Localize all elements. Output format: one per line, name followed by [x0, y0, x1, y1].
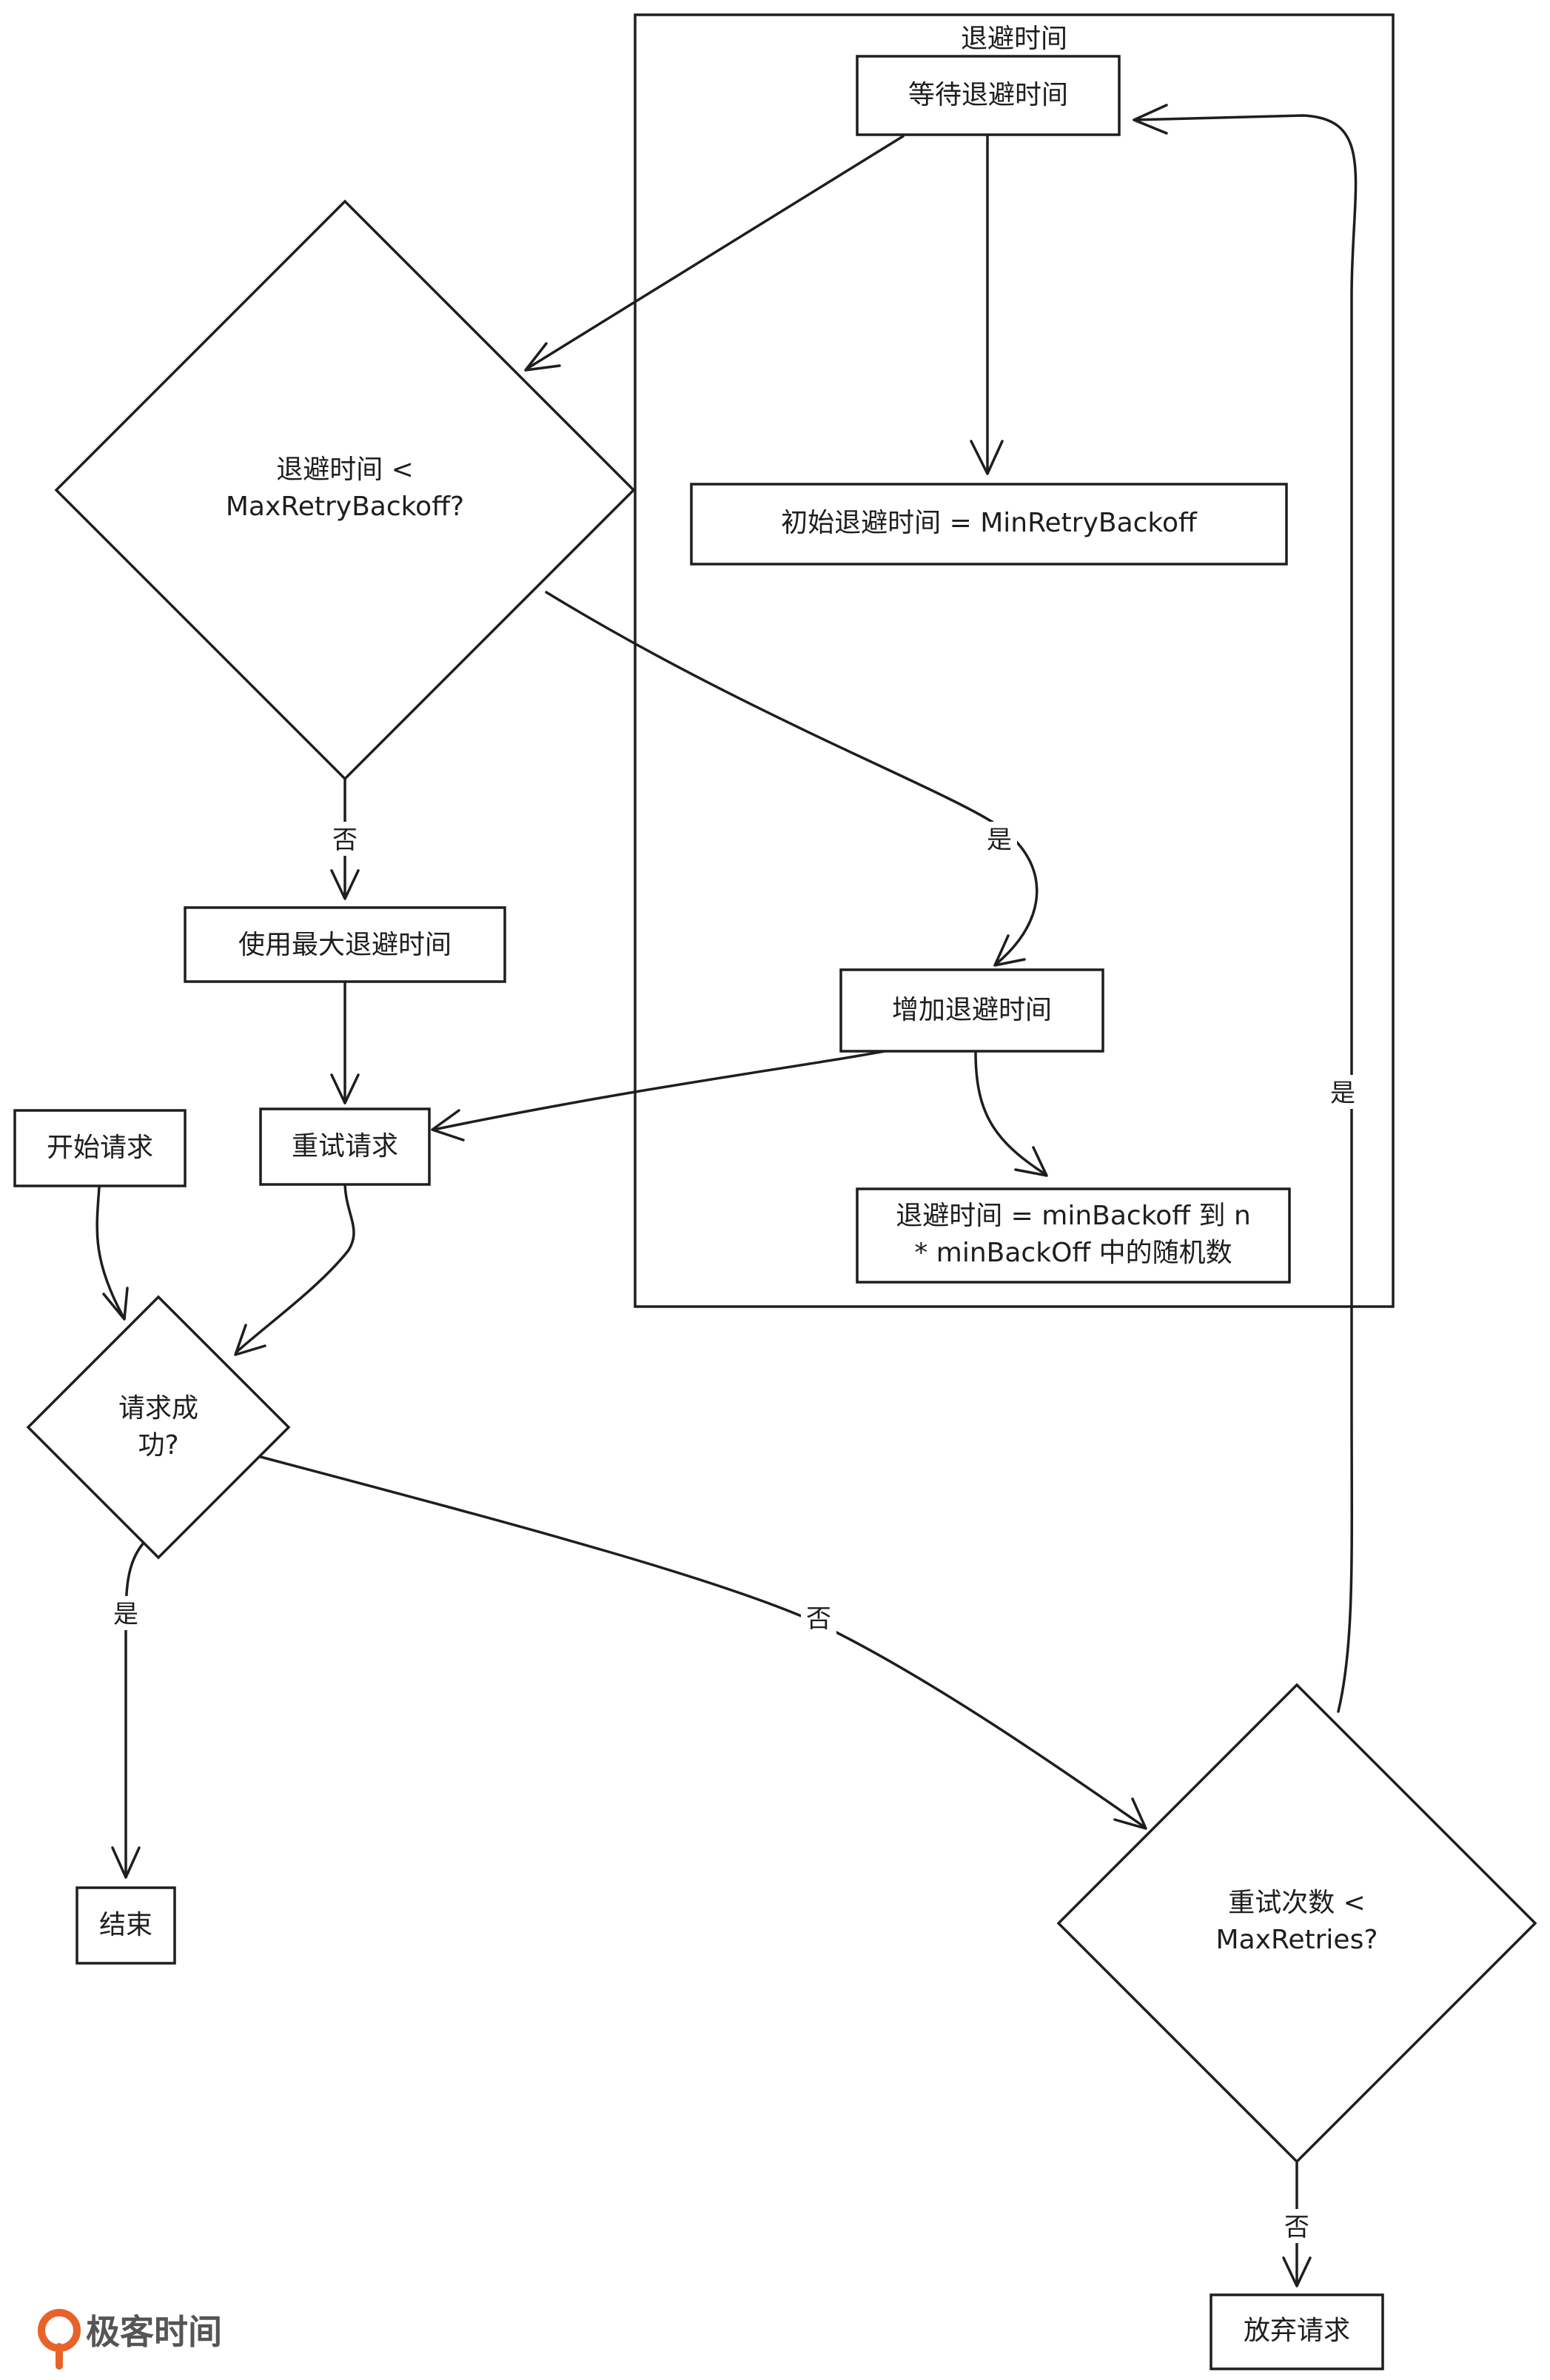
node-success-line1: 请求成: [118, 1393, 198, 1424]
edge-increase-to-random: [974, 1050, 1047, 1176]
node-random-line1: 退避时间 = minBackoff 到 n: [896, 1201, 1251, 1231]
edge-success-yes: [124, 1540, 147, 1877]
node-random-line2: * minBackOff 中的随机数: [914, 1238, 1232, 1268]
node-check-retries: 重试次数 < MaxRetries?: [1056, 1683, 1537, 2164]
edge-retry-to-success: [235, 1180, 355, 1353]
node-check-backoff-line2: MaxRetryBackoff?: [226, 492, 464, 522]
node-init: 初始退避时间 = MinRetryBackoff: [690, 483, 1288, 566]
edge-label-success-no: 否: [806, 1604, 831, 1634]
node-wait: 等待退避时间: [856, 55, 1121, 136]
edge-backoff-yes: [545, 591, 1039, 965]
brand-watermark: 极客时间: [38, 2309, 222, 2370]
node-give-up: 放弃请求: [1210, 2293, 1384, 2370]
edge-label-bg: [1279, 2209, 1315, 2243]
arrowhead: [970, 440, 1004, 475]
arrowhead: [1133, 104, 1168, 135]
arrowhead: [111, 1846, 141, 1879]
backoff-group-frame: [634, 13, 1395, 1308]
edge-label-bg: [801, 1600, 836, 1635]
arrowhead: [1113, 1797, 1147, 1830]
edge-label-bg: [1325, 1075, 1361, 1109]
arrowhead: [330, 869, 360, 900]
node-success: 请求成 功?: [26, 1295, 291, 1560]
node-check-retries-line2: MaxRetries?: [1216, 1925, 1378, 1955]
node-retry-label: 重试请求: [292, 1131, 398, 1161]
node-end: 结束: [76, 1886, 176, 1965]
arrowhead: [1282, 2256, 1312, 2287]
arrowhead: [234, 1324, 266, 1356]
edge-label-bg: [108, 1596, 144, 1630]
node-use-max-label: 使用最大退避时间: [238, 930, 452, 960]
backoff-group-title: 退避时间: [961, 24, 1067, 54]
node-check-backoff: 退避时间 < MaxRetryBackoff?: [54, 199, 636, 781]
node-end-label: 结束: [99, 1910, 152, 1940]
arrowhead: [993, 934, 1026, 967]
node-check-backoff-line1: 退避时间 <: [276, 455, 414, 485]
edge-label-success-yes: 是: [113, 1600, 138, 1629]
node-increase: 增加退避时间: [839, 968, 1104, 1053]
node-check-retries-line1: 重试次数 <: [1228, 1888, 1366, 1918]
edge-start-to-success: [95, 1186, 124, 1318]
edge-retries-yes: [1133, 114, 1358, 1713]
arrowhead: [1014, 1146, 1048, 1177]
edge-label-bg: [327, 822, 363, 856]
node-retry: 重试请求: [259, 1107, 431, 1186]
geektime-logo-icon: [38, 2309, 81, 2370]
arrowhead: [330, 1073, 360, 1104]
node-increase-label: 增加退避时间: [892, 995, 1052, 1025]
node-start: 开始请求: [13, 1109, 187, 1187]
edge-wait-to-check-backoff: [526, 135, 905, 370]
edge-label-backoff-no: 否: [332, 825, 358, 855]
node-init-label: 初始退避时间 = MinRetryBackoff: [781, 508, 1198, 538]
arrowhead: [102, 1287, 129, 1321]
arrowhead: [431, 1109, 465, 1142]
brand-name: 极客时间: [86, 2312, 222, 2352]
node-success-line2: 功?: [138, 1430, 178, 1461]
node-give-up-label: 放弃请求: [1244, 2316, 1350, 2346]
edge-label-retries-no: 否: [1284, 2213, 1309, 2242]
edge-label-backoff-yes: 是: [987, 825, 1012, 855]
node-wait-label: 等待退避时间: [908, 80, 1068, 110]
edge-label-bg: [982, 822, 1017, 856]
node-use-max: 使用最大退避时间: [184, 906, 506, 983]
edge-label-retries-yes: 是: [1330, 1079, 1355, 1108]
edge-success-no: [259, 1455, 1146, 1828]
node-random: 退避时间 = minBackoff 到 n * minBackOff 中的随机数: [856, 1187, 1291, 1284]
node-start-label: 开始请求: [47, 1133, 153, 1163]
arrowhead: [524, 342, 561, 372]
